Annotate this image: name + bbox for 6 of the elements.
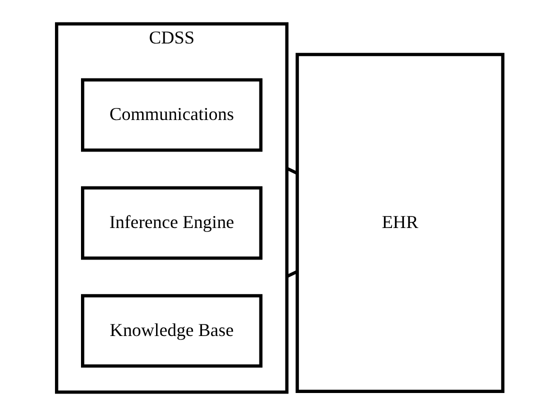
node-box: Knowledge Base (81, 294, 262, 368)
connector (286, 166, 298, 175)
node-box: EHR (296, 52, 504, 394)
node-box: Communications (81, 78, 262, 152)
connector (286, 270, 298, 278)
node-box: Inference Engine (81, 186, 262, 260)
